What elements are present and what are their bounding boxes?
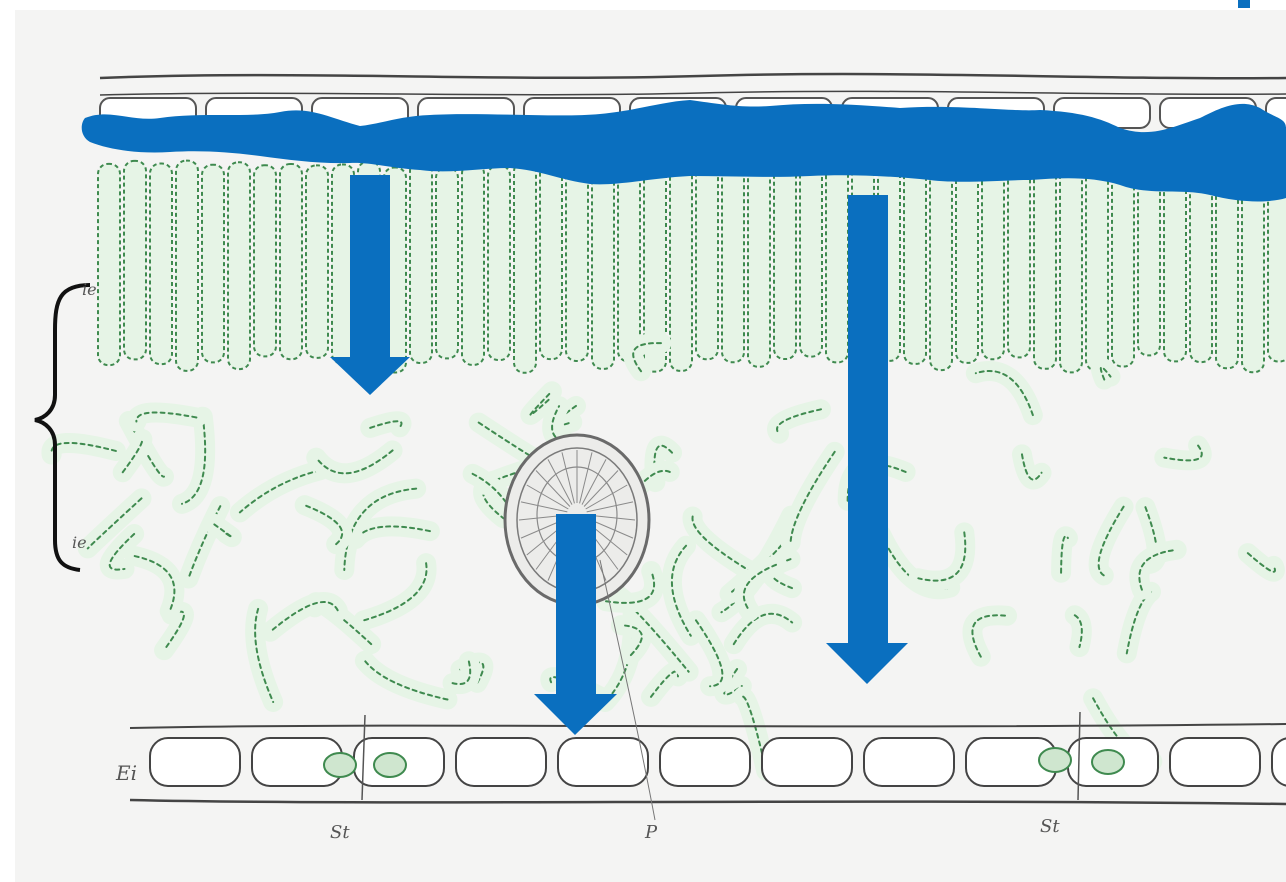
label-lower-brace: ie <box>72 533 87 552</box>
label-stoma-right: St <box>1040 816 1060 837</box>
blue-edge-fragment <box>1238 0 1250 8</box>
label-phloem: P <box>644 822 658 843</box>
label-upper-brace: ie <box>82 280 97 299</box>
label-stoma-left: St <box>330 822 350 843</box>
label-lower-epidermis: Ei <box>115 761 137 785</box>
